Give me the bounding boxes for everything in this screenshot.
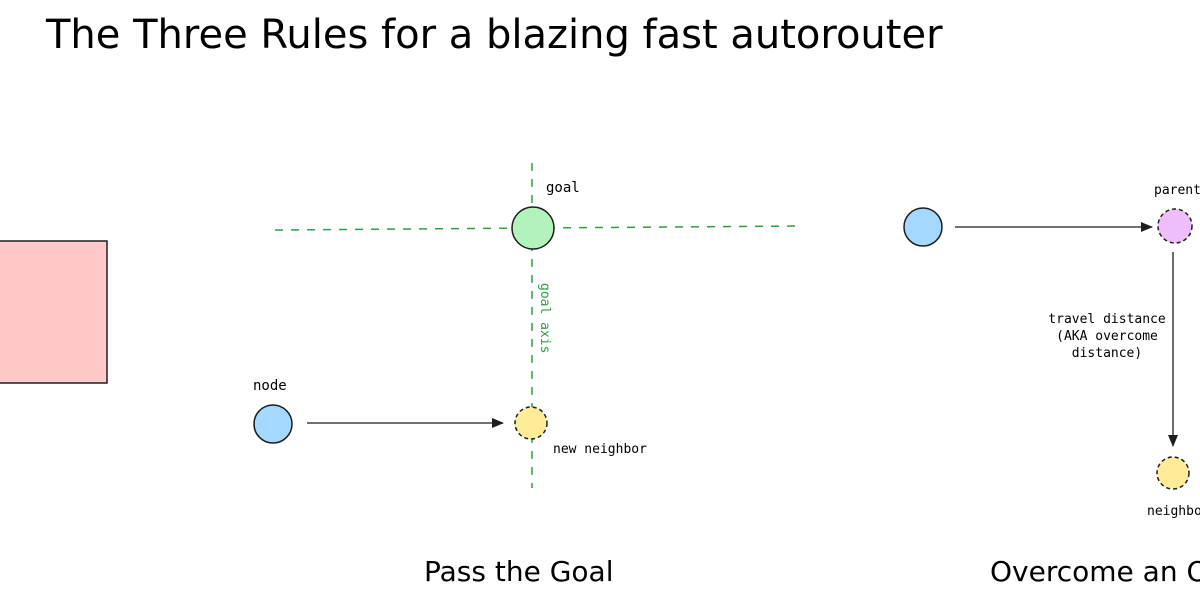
neighbor-circle <box>1156 456 1190 490</box>
travel-distance-line3: distance) <box>1072 346 1142 361</box>
travel-distance-line1: travel distance <box>1048 312 1166 327</box>
neighbor-label: neighbor <box>1147 504 1200 519</box>
node-label: node <box>253 378 287 394</box>
new-neighbor-label: new neighbor <box>553 442 647 457</box>
new-neighbor-circle <box>514 406 548 440</box>
start-node-circle <box>903 207 943 247</box>
travel-distance-line2: (AKA overcome <box>1056 329 1158 344</box>
node-circle <box>253 404 293 444</box>
obstacle-block <box>0 240 108 384</box>
overcome-caption: Overcome an O <box>990 555 1200 588</box>
goal-label: goal <box>546 180 580 196</box>
parent-label: parent <box>1154 183 1200 198</box>
goal-axis-label: goal axis <box>537 283 552 353</box>
pass-goal-caption: Pass the Goal <box>424 555 613 588</box>
parent-circle <box>1157 208 1193 244</box>
goal-circle <box>511 206 555 250</box>
page-title: The Three Rules for a blazing fast autor… <box>45 12 943 58</box>
